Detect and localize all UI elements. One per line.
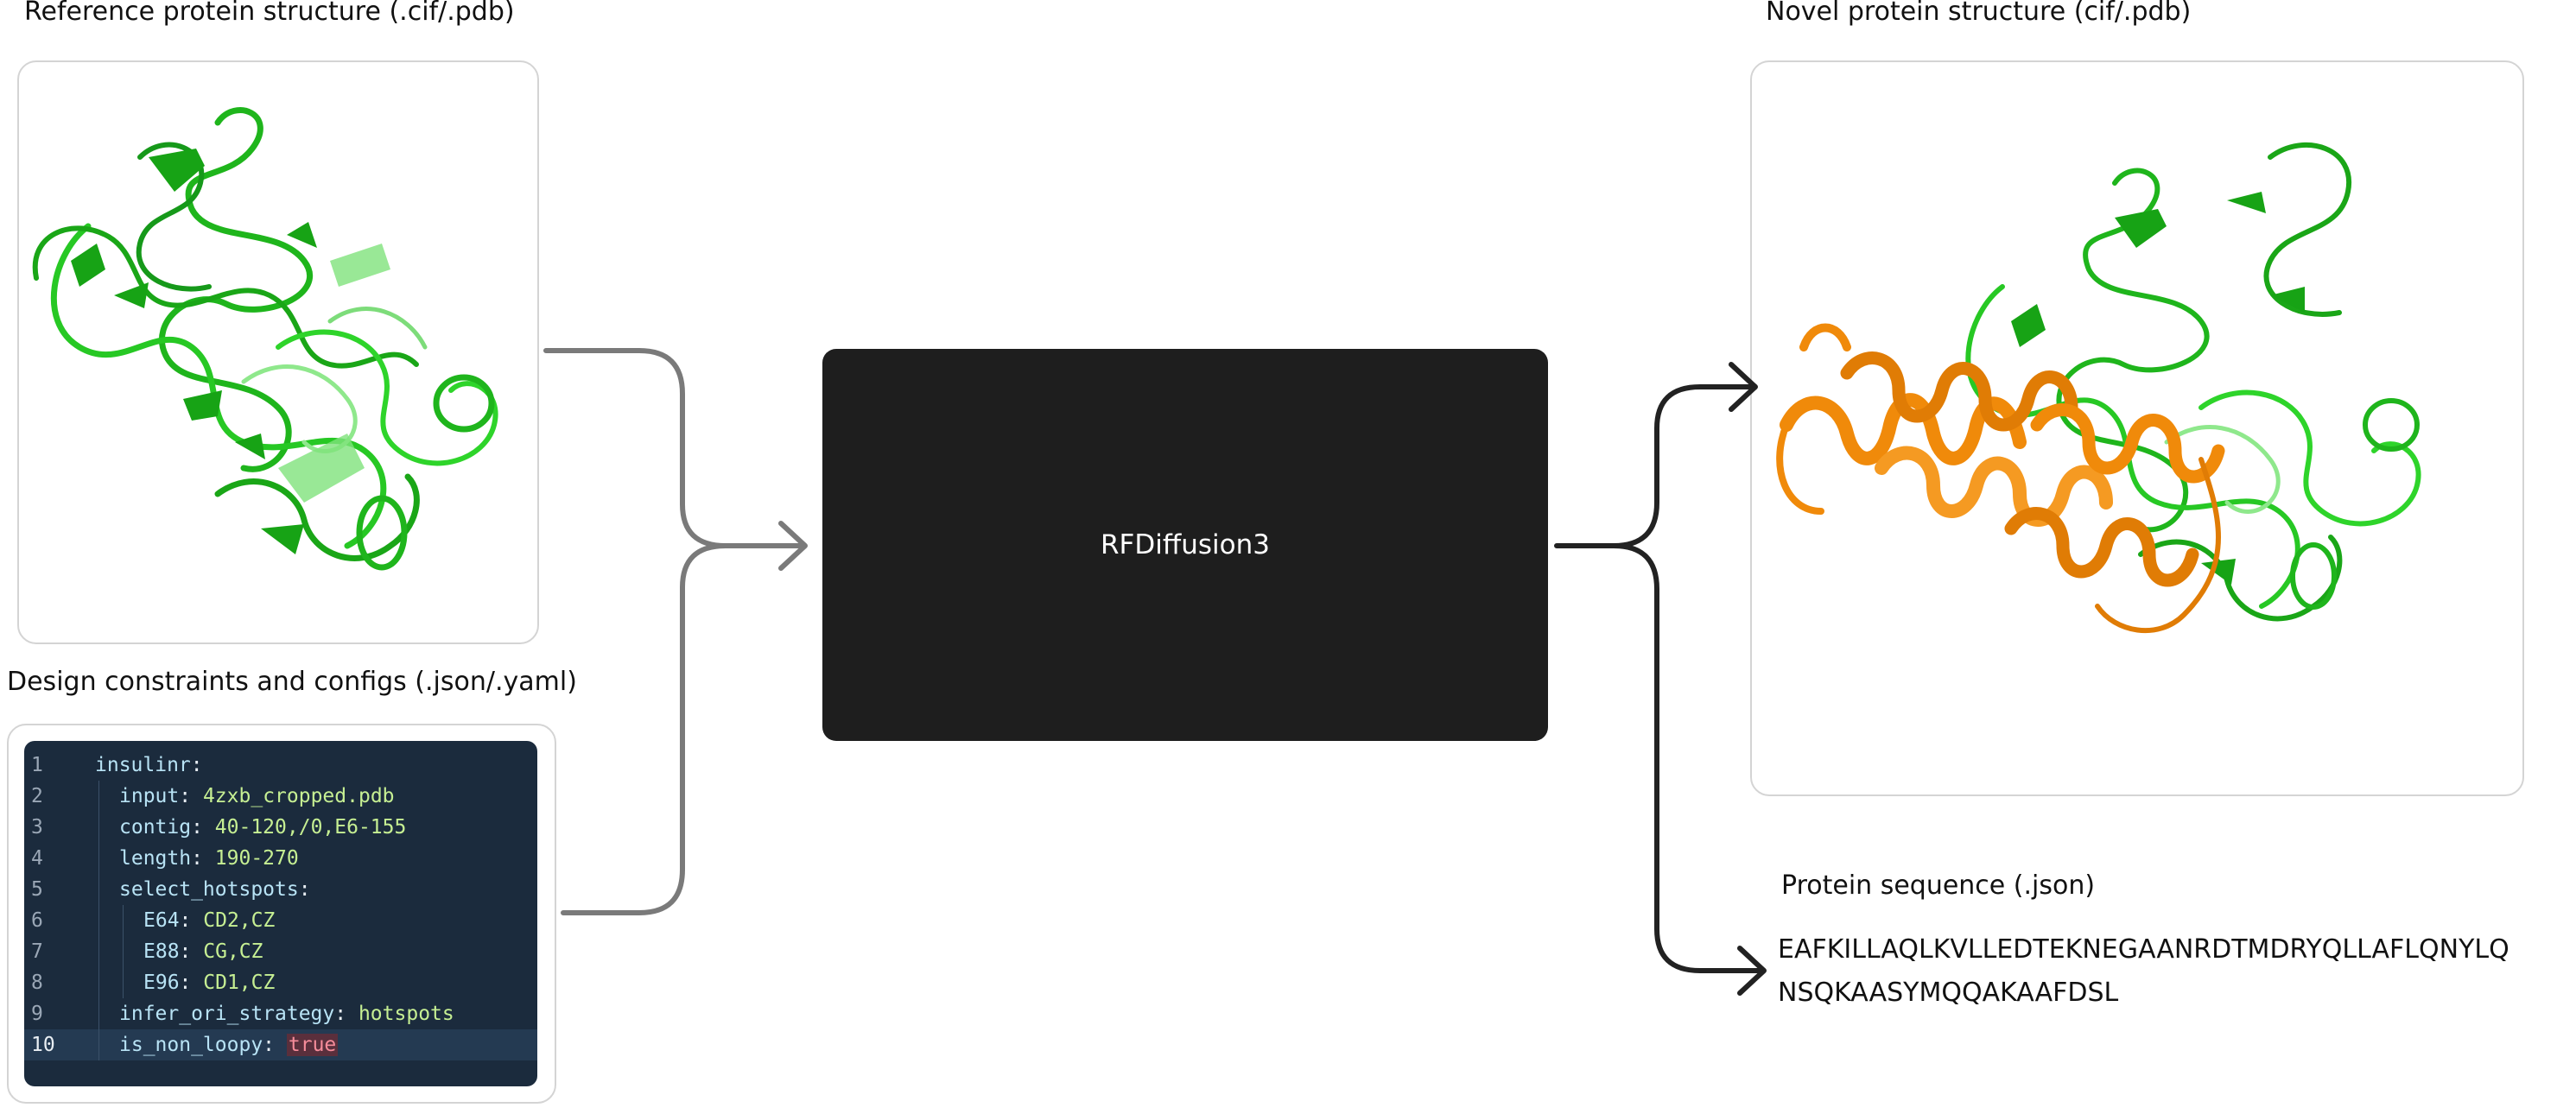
code-line: 7 E88: CG,CZ [24, 936, 537, 967]
reference-to-model-arrow [543, 348, 806, 548]
line-number: 2 [31, 785, 43, 807]
line-number: 3 [31, 816, 43, 839]
code-value: hotspots [358, 1003, 454, 1025]
code-value: 4zxb_cropped.pdb [202, 785, 395, 807]
reference-protein-image [32, 107, 498, 571]
line-number: 8 [31, 972, 43, 994]
config-editor-frame: 1 insulinr: 2 input: 4zxb_cropped.pdb 3 … [7, 724, 556, 1104]
code-line: 9 infer_ori_strategy: hotspots [24, 998, 537, 1029]
line-number: 7 [31, 940, 43, 963]
line-number: 4 [31, 847, 43, 870]
code-line: 1 insulinr: [24, 750, 537, 781]
reference-structure-panel [17, 60, 539, 644]
sequence-label: Protein sequence (.json) [1781, 870, 2096, 901]
line-number: 1 [31, 754, 43, 776]
code-line-active[interactable]: 10 is_non_loopy: true [24, 1029, 537, 1060]
code-value: CD2,CZ [203, 909, 276, 932]
code-key: input [119, 785, 180, 807]
line-number: 5 [31, 878, 43, 901]
code-value: 190-270 [214, 847, 299, 870]
novel-structure-label: Novel protein structure (cif/.pdb) [1766, 0, 2192, 27]
novel-structure-panel [1750, 60, 2524, 796]
reference-structure-label: Reference protein structure (.cif/.pdb) [24, 0, 515, 27]
code-line: 4 length: 190-270 [24, 843, 537, 874]
code-line: 2 input: 4zxb_cropped.pdb [24, 781, 537, 812]
line-number: 10 [31, 1034, 55, 1056]
code-value: CD1,CZ [203, 972, 276, 994]
line-number: 6 [31, 909, 43, 932]
code-value: 40-120,/0,E6-155 [214, 816, 407, 839]
code-key: length [119, 847, 192, 870]
config-to-model-arrow [561, 543, 728, 915]
novel-protein-image [1776, 142, 2421, 634]
code-key: select_hotspots [119, 878, 299, 901]
model-to-sequence-arrow [1611, 543, 1765, 973]
code-key: insulinr [95, 754, 191, 776]
protein-sequence-text: EAFKILLAQLKVLLEDTEKNEGAANRDTMDRYQLLAFLQN… [1778, 928, 2509, 1015]
code-key: E88 [143, 940, 180, 963]
sequence-arrowhead [1737, 946, 1767, 996]
code-key: contig [119, 816, 192, 839]
config-code-editor[interactable]: 1 insulinr: 2 input: 4zxb_cropped.pdb 3 … [24, 741, 537, 1086]
code-value: CG,CZ [203, 940, 263, 963]
input-arrowhead [778, 521, 808, 571]
line-number: 9 [31, 1003, 43, 1025]
config-label: Design constraints and configs (.json/.y… [7, 667, 577, 697]
model-name: RFDiffusion3 [1101, 529, 1270, 560]
structure-arrowhead [1729, 362, 1758, 412]
sequence-line: EAFKILLAQLKVLLEDTEKNEGAANRDTMDRYQLLAFLQN… [1778, 934, 2509, 965]
code-key: infer_ori_strategy [119, 1003, 335, 1025]
model-to-structure-arrow [1554, 384, 1756, 548]
code-key: is_non_loopy [119, 1034, 263, 1056]
code-line: 6 E64: CD2,CZ [24, 905, 537, 936]
model-box: RFDiffusion3 [822, 349, 1548, 741]
code-line: 3 contig: 40-120,/0,E6-155 [24, 812, 537, 843]
code-line: 5 select_hotspots: [24, 874, 537, 905]
code-key: E96 [143, 972, 180, 994]
code-line: 8 E96: CD1,CZ [24, 967, 537, 998]
code-value: true [286, 1034, 339, 1056]
sequence-line: NSQKAASYMQQAKAAFDSL [1778, 978, 2119, 1008]
code-key: E64 [143, 909, 180, 932]
